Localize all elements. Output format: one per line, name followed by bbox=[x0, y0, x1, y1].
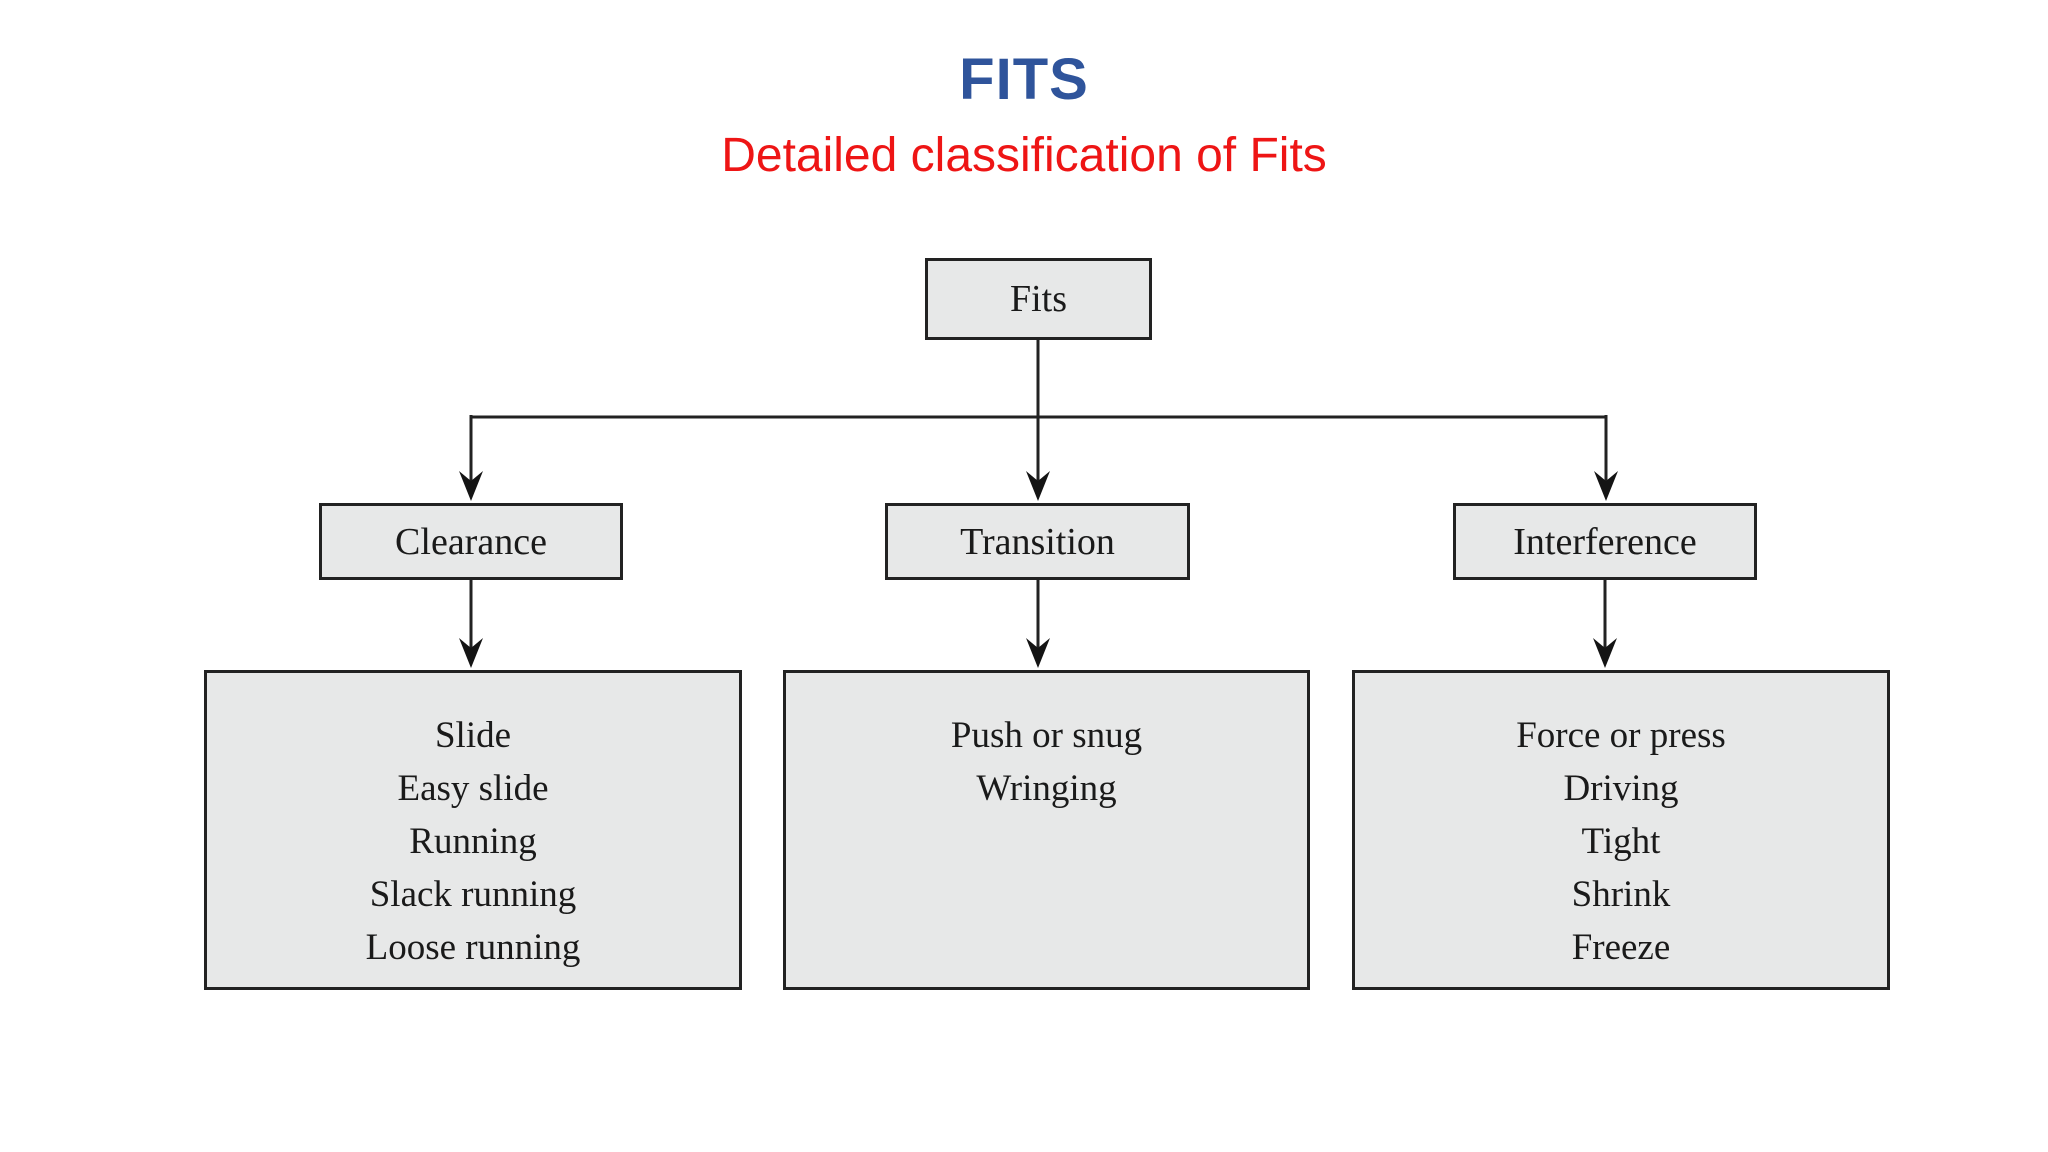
arrowhead-clearance-list bbox=[459, 638, 483, 668]
arrowhead-clearance bbox=[459, 471, 483, 501]
page-subtitle: Detailed classification of Fits bbox=[721, 129, 1327, 182]
list-item: Running bbox=[409, 821, 537, 862]
list-item: Shrink bbox=[1571, 874, 1671, 915]
list-item: Easy slide bbox=[397, 768, 549, 809]
list-item: Wringing bbox=[976, 768, 1117, 809]
list-item: Slide bbox=[434, 715, 512, 756]
node-interference: Interference bbox=[1453, 503, 1757, 580]
node-transition-label: Transition bbox=[960, 520, 1115, 563]
arrowhead-transition bbox=[1026, 471, 1050, 501]
node-fits-label: Fits bbox=[1009, 278, 1068, 320]
list-item: Push or snug bbox=[950, 715, 1143, 756]
list-item: Force or press bbox=[1516, 715, 1726, 756]
list-item: Freeze bbox=[1571, 927, 1671, 968]
node-fits: Fits bbox=[925, 258, 1152, 340]
list-item: Loose running bbox=[365, 927, 581, 968]
node-transition: Transition bbox=[885, 503, 1190, 580]
arrowhead-interference-list bbox=[1593, 638, 1617, 668]
node-clearance-label: Clearance bbox=[395, 520, 547, 563]
list-item: Slack running bbox=[369, 874, 577, 915]
node-interference-label: Interference bbox=[1513, 520, 1697, 563]
page-title: FITS bbox=[959, 47, 1089, 112]
list-item: Tight bbox=[1581, 821, 1661, 862]
arrowhead-transition-list bbox=[1026, 638, 1050, 668]
list-item: Driving bbox=[1563, 768, 1679, 809]
arrowhead-interference bbox=[1594, 471, 1618, 501]
node-clearance: Clearance bbox=[319, 503, 623, 580]
